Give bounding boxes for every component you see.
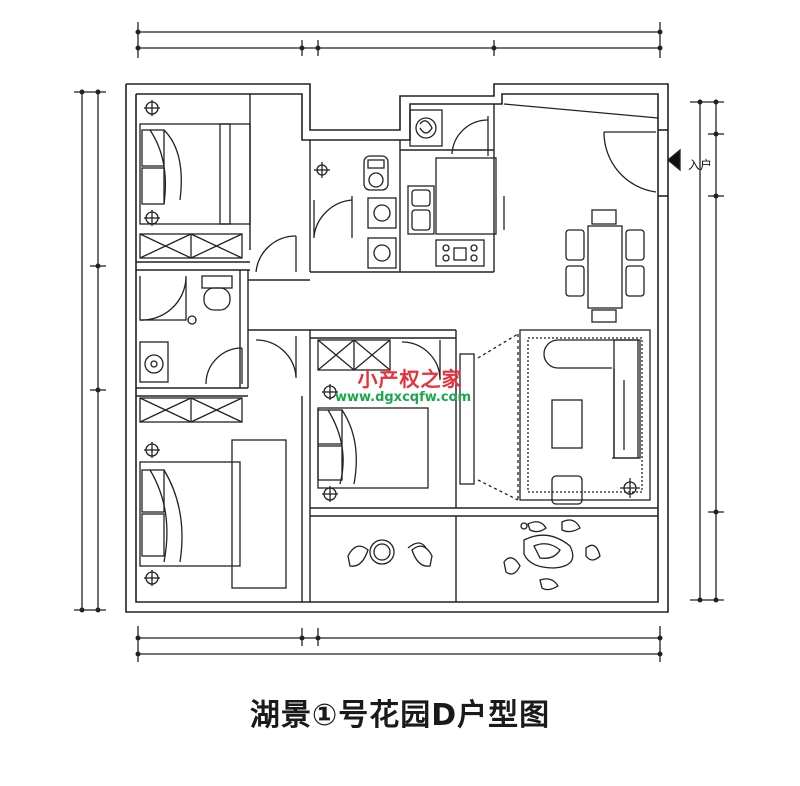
- coffee-table: [551, 399, 583, 449]
- sofa: [543, 339, 641, 459]
- wardrobe-top-left: [139, 233, 243, 259]
- bottom-dimension-lines: [137, 626, 661, 662]
- exterior-walls: [125, 83, 669, 613]
- bathroom-left: [139, 275, 243, 385]
- bed-lower-left: [139, 439, 287, 589]
- wardrobe-lower-left: [139, 397, 243, 423]
- balcony-garden-right: [503, 519, 601, 591]
- door-corridor: [255, 336, 297, 378]
- door-bedroom-top-left: [255, 235, 297, 273]
- wc-fixtures: [313, 155, 397, 269]
- kitchen-fixtures: [407, 103, 659, 267]
- wardrobe-middle: [317, 339, 391, 371]
- balcony-chairs-left: [347, 539, 433, 567]
- left-dimension-lines: [74, 91, 106, 611]
- entry-label: 入户: [688, 158, 713, 172]
- dining-table: [565, 209, 645, 323]
- nightstand-top-left: [144, 100, 160, 226]
- entry-door: [603, 131, 681, 193]
- watermark-name: 小产权之家: [357, 367, 463, 391]
- right-dimension-lines: [690, 101, 724, 601]
- bed-top-left: [139, 123, 251, 225]
- bed-middle: [317, 384, 429, 502]
- armchair: [551, 475, 640, 505]
- watermark-url: www.dgxcqfw.com: [334, 390, 472, 405]
- top-dimension-lines: [137, 22, 661, 58]
- tv-cabinet: [459, 333, 519, 501]
- interior-walls: [136, 94, 658, 602]
- living-rug: [519, 329, 651, 501]
- watermark: 小产权之家 www.dgxcqfw.com: [330, 368, 490, 406]
- plan-caption: 湖景①号花园D户型图: [249, 698, 551, 733]
- door-bedroom-middle: [401, 340, 441, 380]
